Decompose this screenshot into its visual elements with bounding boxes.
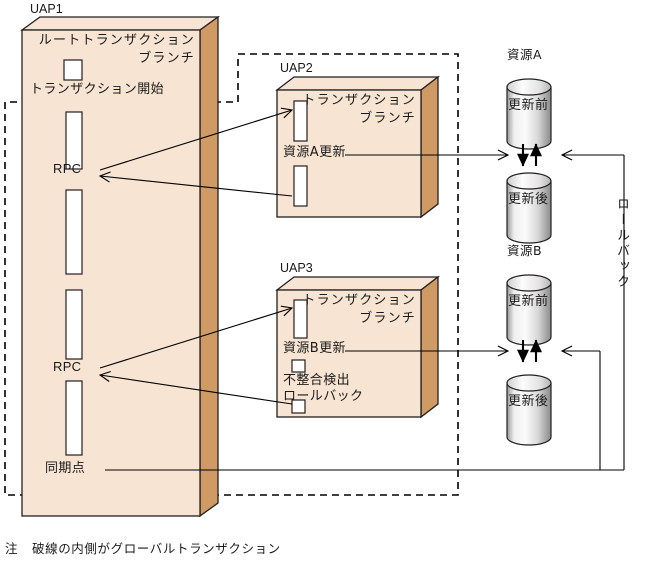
resource-b-transfer-arrows <box>516 339 543 363</box>
uap2-process-bars <box>293 100 308 207</box>
rollback-path-label: ロールバック <box>614 197 629 290</box>
uap3-bar-2 <box>291 359 306 373</box>
rpc-connectors-uap3 <box>100 308 292 405</box>
uap2-label-update-resource-a: 資源A更新 <box>283 145 346 160</box>
uap3-label-inconsistency-detect: 不整合検出 <box>283 373 351 388</box>
uap1-label-rpc-lower: RPC <box>53 359 82 374</box>
resource-a-cylinder-before <box>506 78 552 150</box>
rpc-connectors-uap2 <box>100 110 292 197</box>
uap1-bar-2 <box>65 189 83 275</box>
uap3-process-bars <box>291 299 308 414</box>
resource-b-cylinder-before <box>506 274 552 346</box>
uap1-bar-4 <box>65 380 83 456</box>
uap3-label-rollback: ロールバック <box>283 389 364 404</box>
uap3-bar-3 <box>291 399 306 414</box>
uap1-title-line1: ルートトランザクション <box>38 33 195 48</box>
uap1-tag: UAP1 <box>30 2 63 16</box>
uap2-bar-2 <box>293 165 308 207</box>
uap3-tag: UAP3 <box>280 261 313 275</box>
resource-a-transfer-arrows <box>516 143 543 167</box>
global-transaction-dashed-boundary <box>4 53 459 496</box>
uap1-bar-1 <box>65 111 83 170</box>
uap3-label-update-resource-b: 資源B更新 <box>283 341 346 356</box>
uap2-bar-1 <box>293 100 308 142</box>
resource-b-after-label: 更新後 <box>508 394 549 409</box>
uap3-title-line2: ブランチ <box>359 311 416 326</box>
resource-a-before-label: 更新前 <box>508 98 549 113</box>
resource-update-lines <box>345 155 508 351</box>
uap2-title-line1: トランザクション <box>302 93 416 108</box>
uap1-label-transaction-begin: トランザクション開始 <box>30 82 165 97</box>
note-marker: 注 <box>5 541 19 556</box>
note-text: 破線の内側がグローバルトランザクション <box>32 541 281 556</box>
resource-b-before-label: 更新前 <box>508 294 549 309</box>
resource-b-title: 資源B <box>507 243 543 258</box>
uap2-title-line2: ブランチ <box>359 111 416 126</box>
uap1-label-rpc-upper: RPC <box>53 161 82 176</box>
uap3-bar-1 <box>293 299 308 339</box>
rollback-return-path <box>105 155 625 471</box>
uap1-label-syncpoint: 同期点 <box>45 461 86 476</box>
resource-a-title: 資源A <box>507 47 543 62</box>
uap1-bar-3 <box>65 289 83 360</box>
uap1-title-line2: ブランチ <box>138 51 195 66</box>
uap1-bar-begin <box>63 59 83 81</box>
uap1-process-bars <box>63 59 83 456</box>
resource-a-cylinder-after <box>506 172 552 244</box>
uap3-title-line1: トランザクション <box>302 293 416 308</box>
resource-b-cylinder-after <box>506 374 552 446</box>
uap2-tag: UAP2 <box>280 61 313 75</box>
resource-a-after-label: 更新後 <box>508 192 549 207</box>
